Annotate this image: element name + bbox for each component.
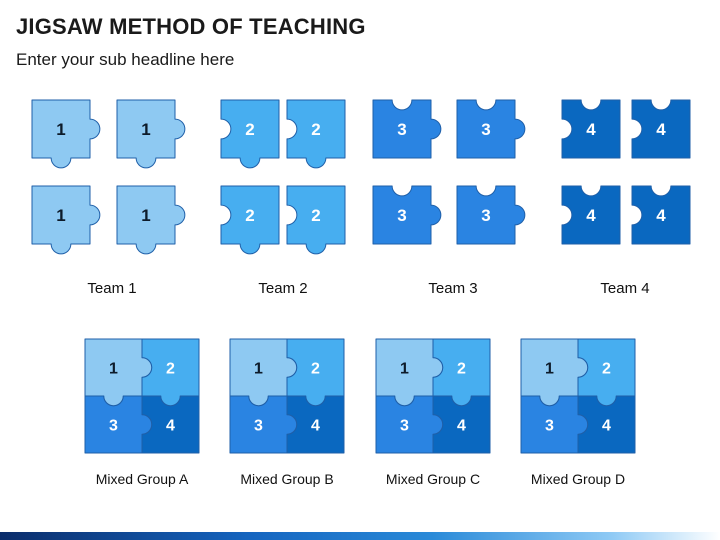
team-1-piece-4-number: 1 (141, 206, 150, 225)
mixed-group-d-piece-1 (520, 338, 589, 407)
team-1-label: Team 1 (87, 280, 136, 297)
team-2-piece-4 (286, 185, 346, 255)
bottom-accent-bar (0, 532, 720, 540)
mixed-group-c-piece-1 (375, 338, 444, 407)
mixed-group-b-piece-1-number: 1 (254, 360, 263, 377)
team-1-piece-4 (116, 185, 186, 255)
team-3-piece-4 (456, 185, 526, 245)
mixed-group-d-piece-3-number: 3 (545, 417, 554, 434)
mixed-group-a-piece-4-number: 4 (166, 417, 175, 434)
mixed-group-a-piece-3-number: 3 (109, 417, 118, 434)
team-4-label: Team 4 (600, 280, 649, 297)
team-4-piece-4-number: 4 (656, 206, 666, 225)
mixed-group-c-piece-2-number: 2 (457, 360, 466, 377)
team-3-piece-1-number: 3 (397, 120, 406, 139)
team-2-piece-2 (286, 99, 346, 169)
team-2-piece-3 (220, 185, 280, 255)
team-3-piece-4-number: 3 (481, 206, 490, 225)
team-1-piece-1-number: 1 (56, 120, 65, 139)
team-4-piece-1 (561, 99, 621, 159)
mixed-group-a-label: Mixed Group A (96, 471, 189, 487)
team-2-piece-1-number: 2 (245, 120, 254, 139)
mixed-group-b-piece-4-number: 4 (311, 417, 320, 434)
team-1-piece-2 (116, 99, 186, 169)
page-title: JIGSAW METHOD OF TEACHING (16, 14, 366, 39)
mixed-group-b-piece-2-number: 2 (311, 360, 320, 377)
mixed-group-d-piece-2-number: 2 (602, 360, 611, 377)
mixed-group-d-label: Mixed Group D (531, 471, 625, 487)
page-subtitle: Enter your sub headline here (16, 50, 235, 69)
team-4-piece-4 (631, 185, 691, 245)
team-4-piece-2-number: 4 (656, 120, 666, 139)
mixed-group-a-piece-2-number: 2 (166, 360, 175, 377)
mixed-group-c-piece-1-number: 1 (400, 360, 409, 377)
team-2-piece-4-number: 2 (311, 206, 320, 225)
team-2-piece-1 (220, 99, 280, 169)
team-1-piece-3-number: 1 (56, 206, 65, 225)
team-2-label: Team 2 (258, 280, 307, 297)
team-2-piece-2-number: 2 (311, 120, 320, 139)
team-3-piece-3-number: 3 (397, 206, 406, 225)
team-3-piece-2-number: 3 (481, 120, 490, 139)
team-3-label: Team 3 (428, 280, 477, 297)
team-2-piece-3-number: 2 (245, 206, 254, 225)
team-1-piece-2-number: 1 (141, 120, 150, 139)
mixed-group-b-label: Mixed Group B (240, 471, 333, 487)
mixed-group-d-piece-4-number: 4 (602, 417, 611, 434)
team-3-piece-3 (372, 185, 442, 245)
team-4-piece-3-number: 4 (586, 206, 596, 225)
mixed-group-b-piece-1 (229, 338, 298, 407)
mixed-group-d-piece-1-number: 1 (545, 360, 554, 377)
team-1-piece-1 (31, 99, 101, 169)
mixed-group-a-piece-1 (84, 338, 153, 407)
mixed-group-a-piece-1-number: 1 (109, 360, 118, 377)
mixed-group-c-piece-4-number: 4 (457, 417, 466, 434)
team-3-piece-2 (456, 99, 526, 159)
mixed-group-c-piece-3-number: 3 (400, 417, 409, 434)
mixed-group-b-piece-3-number: 3 (254, 417, 263, 434)
team-4-piece-3 (561, 185, 621, 245)
team-4-piece-2 (631, 99, 691, 159)
mixed-group-c-label: Mixed Group C (386, 471, 480, 487)
team-1-piece-3 (31, 185, 101, 255)
team-3-piece-1 (372, 99, 442, 159)
team-4-piece-1-number: 4 (586, 120, 596, 139)
